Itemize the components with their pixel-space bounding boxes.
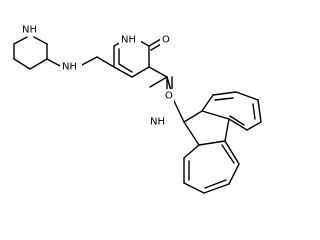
bond bbox=[198, 140, 226, 146]
atom-label-amide-nh: NH bbox=[150, 117, 165, 128]
bond bbox=[203, 183, 230, 194]
bond bbox=[228, 163, 240, 185]
bond bbox=[201, 94, 214, 112]
atom-labels: NH NH NH O O NH bbox=[20, 23, 174, 128]
bond bbox=[173, 100, 185, 123]
bond bbox=[131, 66, 150, 78]
atom-label-amine-nh: NH bbox=[62, 62, 77, 73]
bond bbox=[139, 40, 150, 47]
bond bbox=[252, 103, 256, 120]
bond bbox=[13, 36, 28, 45]
bond bbox=[201, 110, 230, 120]
bond bbox=[183, 121, 200, 146]
bond bbox=[183, 182, 205, 194]
bond bbox=[214, 97, 234, 101]
bond bbox=[257, 99, 262, 123]
bond bbox=[229, 115, 245, 126]
atom-label-piperidine-nh: NH bbox=[22, 25, 37, 36]
bond bbox=[246, 121, 262, 131]
bond bbox=[33, 36, 48, 45]
bond bbox=[46, 58, 63, 68]
molecule-diagram: NH NH NH O O NH bbox=[13, 23, 262, 194]
atom-label-ring-carbonyl-o: O bbox=[162, 35, 170, 46]
bond bbox=[183, 110, 203, 123]
bond bbox=[228, 118, 248, 131]
bond bbox=[235, 91, 259, 101]
bond bbox=[148, 66, 168, 78]
bond bbox=[224, 140, 240, 165]
bond bbox=[204, 179, 227, 189]
bond bbox=[221, 144, 235, 164]
bond bbox=[118, 63, 133, 73]
bond bbox=[183, 144, 200, 159]
bond bbox=[212, 91, 237, 96]
bond bbox=[149, 76, 168, 88]
atom-label-amide-carbonyl-o: O bbox=[165, 91, 173, 102]
bond bbox=[13, 58, 31, 70]
bond bbox=[148, 38, 162, 47]
bond bbox=[113, 66, 133, 78]
bond bbox=[29, 58, 48, 70]
bonds bbox=[13, 36, 262, 194]
bond bbox=[96, 56, 115, 68]
bond bbox=[224, 118, 230, 142]
atom-label-ring-nh: NH bbox=[121, 35, 136, 46]
